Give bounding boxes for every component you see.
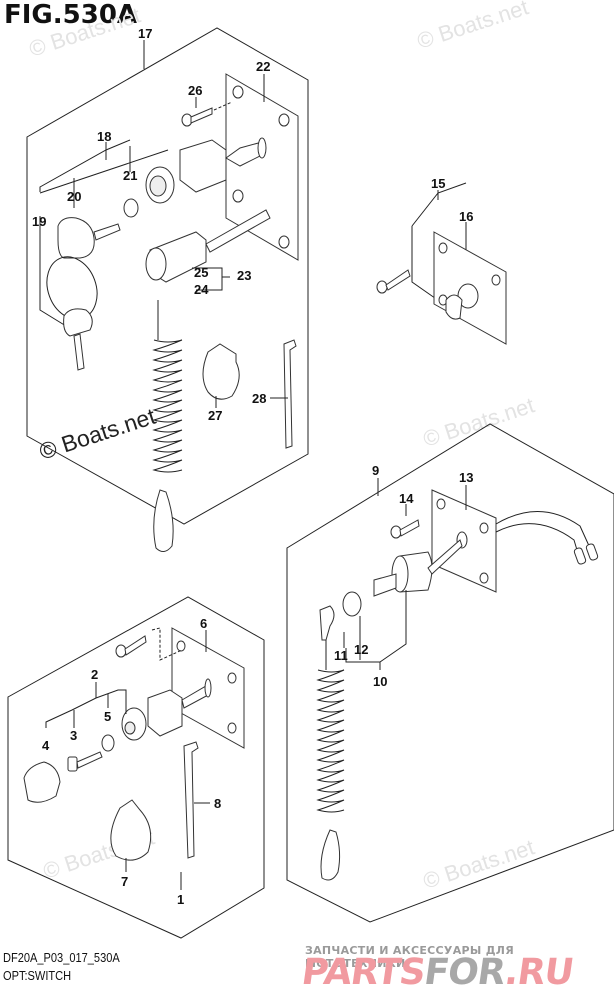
cable-tie-8	[183, 741, 199, 859]
plate-hole	[438, 242, 448, 254]
screw-26	[190, 107, 213, 124]
callout-8: 8	[214, 796, 221, 811]
screw-axis	[213, 101, 233, 111]
cover-7	[110, 799, 152, 861]
callout-23: 23	[237, 268, 251, 283]
key-blade-3	[76, 751, 103, 769]
callout-12: 12	[354, 642, 368, 657]
figure-code: DF20A_P03_017_530A	[3, 950, 120, 965]
switch-lever	[445, 294, 463, 320]
callout-20: 20	[67, 189, 81, 204]
plate-hole	[479, 522, 489, 534]
key-3	[67, 756, 78, 772]
bracket-18-line	[39, 149, 169, 194]
callout-22: 22	[256, 59, 270, 74]
plate-hole	[232, 189, 244, 203]
ignition-switch-body-2	[147, 689, 183, 737]
stop-switch-shaft	[205, 209, 271, 253]
callout-11: 11	[334, 648, 348, 663]
figure-name: OPT:SWITCH	[3, 968, 72, 983]
callout-9: 9	[372, 463, 379, 478]
callout-26: 26	[188, 83, 202, 98]
key-19-head	[63, 308, 93, 337]
clip-11	[319, 605, 335, 641]
key-cover-4	[23, 761, 61, 803]
key-blade-19	[73, 333, 85, 371]
key-fob-20	[57, 217, 95, 259]
wire-bundle-end-2	[204, 678, 212, 698]
bracket-18	[39, 139, 131, 192]
wire-13	[495, 511, 591, 549]
plate-hole	[436, 498, 446, 510]
cap-5	[101, 734, 115, 752]
plate-hole	[278, 235, 290, 249]
callout-21: 21	[123, 168, 137, 183]
screw-axis	[151, 627, 183, 661]
group-box-1	[7, 596, 265, 939]
group-box-17	[26, 27, 309, 525]
key-blade-20	[93, 223, 121, 241]
callout-14: 14	[399, 491, 414, 506]
screw-15	[385, 269, 411, 291]
leader-19	[39, 216, 67, 327]
plate-hole	[479, 572, 489, 584]
callout-6: 6	[200, 616, 207, 631]
plate-hole	[278, 113, 290, 127]
cap-21	[123, 198, 139, 218]
connector	[585, 543, 599, 561]
callout-16: 16	[459, 209, 473, 224]
callout-5: 5	[104, 709, 111, 724]
callout-10: 10	[373, 674, 387, 689]
cable-tie-28	[283, 339, 297, 449]
partsfor-logo-ru: .RU	[502, 952, 576, 993]
wire-13b	[495, 523, 581, 561]
callout-3: 3	[70, 728, 77, 743]
ignition-keyhole-2	[124, 721, 136, 735]
callout-13: 13	[459, 470, 473, 485]
kill-switch-thread	[373, 573, 397, 597]
bracket-2	[45, 689, 127, 728]
plate-hole	[491, 274, 501, 286]
callout-4: 4	[42, 738, 50, 753]
ignition-switch-body	[179, 139, 227, 193]
partsfor-subtitle: ЗАПЧАСТИ И АКСЕССУАРЫ ДЛЯ МОТОТЕХНИКИ	[305, 944, 515, 970]
callout-28: 28	[252, 391, 266, 406]
lanyard-coil-9	[316, 640, 345, 881]
connector	[573, 547, 587, 565]
callout-17: 17	[138, 26, 152, 41]
screw-1	[124, 635, 147, 656]
screw-head-15	[376, 280, 388, 294]
lanyard-coil	[152, 300, 183, 552]
plate-hole	[227, 722, 237, 734]
cover-27	[202, 343, 240, 400]
plate-hole	[227, 672, 237, 684]
plate-hole	[232, 85, 244, 99]
partsfor-logo-parts: PARTS	[299, 952, 428, 993]
wire-bundle-end	[257, 137, 267, 159]
callout-2: 2	[91, 667, 98, 682]
partsfor-logo-for: FOR	[421, 952, 509, 993]
nut-12	[342, 591, 362, 617]
bracket-23	[192, 267, 223, 291]
callout-24: 24	[194, 282, 209, 297]
figure-title: FIG.530A	[4, 0, 138, 30]
callout-1: 1	[177, 892, 184, 907]
callout-19: 19	[32, 214, 46, 229]
callout-7: 7	[121, 874, 128, 889]
group-box-9	[286, 423, 614, 923]
screw-head-1	[115, 644, 127, 658]
screw-head-14	[390, 525, 402, 539]
stop-switch-knob	[145, 247, 167, 281]
callout-25: 25	[194, 265, 208, 280]
kill-switch-shaft	[427, 539, 463, 575]
screw-14	[399, 519, 420, 537]
plate-hole	[176, 640, 186, 652]
callout-18: 18	[97, 129, 111, 144]
callout-27: 27	[208, 408, 222, 423]
ignition-keyhole	[149, 175, 167, 197]
partsfor-logo: PARTSFOR.RU	[299, 952, 576, 993]
callout-15: 15	[431, 176, 445, 191]
